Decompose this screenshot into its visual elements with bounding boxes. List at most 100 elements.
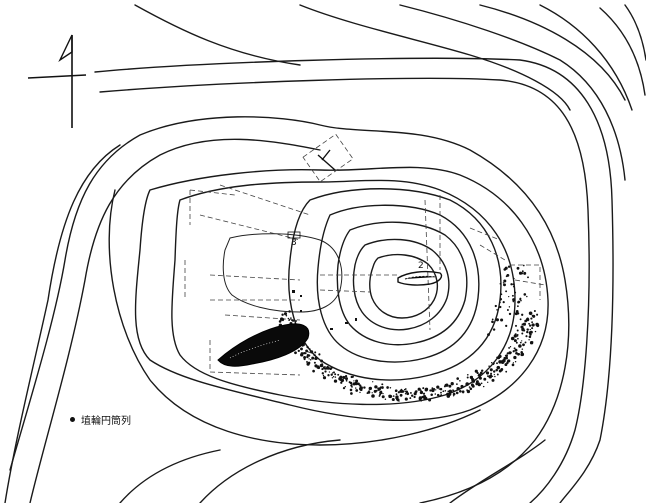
haniwa-dot	[521, 270, 524, 273]
haniwa-dot	[482, 385, 485, 388]
haniwa-dot	[523, 293, 527, 296]
haniwa-dot	[278, 320, 282, 323]
haniwa-dot	[444, 390, 447, 392]
haniwa-dot	[468, 386, 471, 388]
haniwa-dot	[379, 393, 382, 396]
haniwa-dot	[508, 346, 511, 349]
haniwa-dot	[281, 318, 285, 321]
haniwa-dot	[514, 291, 517, 294]
haniwa-dot	[485, 371, 490, 375]
haniwa-dot	[324, 367, 328, 370]
haniwa-dot	[455, 391, 459, 395]
haniwa-dot	[503, 283, 506, 287]
haniwa-dot	[313, 361, 316, 364]
haniwa-dot	[521, 348, 524, 350]
haniwa-dot	[397, 391, 401, 394]
haniwa-dot	[459, 390, 462, 393]
haniwa-dot	[499, 305, 502, 309]
haniwa-dot	[291, 319, 293, 322]
haniwa-dot	[340, 381, 343, 384]
haniwa-dot	[366, 392, 369, 395]
haniwa-dot	[505, 354, 508, 358]
haniwa-dot	[357, 382, 360, 386]
haniwa-dot	[295, 320, 297, 322]
haniwa-dot	[521, 340, 523, 342]
haniwa-dot	[334, 373, 337, 376]
haniwa-dot	[508, 295, 510, 298]
haniwa-dot	[506, 274, 510, 277]
haniwa-dot	[507, 265, 511, 268]
haniwa-dot	[342, 375, 346, 379]
haniwa-dot	[321, 363, 324, 366]
haniwa-dot	[404, 393, 407, 395]
haniwa-dot	[500, 293, 503, 296]
haniwa-dot	[487, 375, 489, 377]
haniwa-dot	[489, 374, 493, 377]
haniwa-dot	[344, 374, 348, 378]
haniwa-dot	[478, 382, 480, 384]
haniwa-dot	[480, 382, 483, 385]
haniwa-dot	[519, 297, 522, 300]
haniwa-dot	[498, 354, 502, 358]
haniwa-dot	[536, 313, 539, 316]
haniwa-dot	[330, 373, 333, 376]
haniwa-dot	[536, 323, 540, 328]
haniwa-dot	[521, 332, 524, 335]
haniwa-dot	[499, 301, 501, 304]
haniwa-dot	[511, 363, 515, 367]
haniwa-dot	[531, 321, 533, 324]
haniwa-dot	[355, 382, 358, 385]
haniwa-dot	[491, 375, 494, 378]
haniwa-dot	[520, 299, 522, 302]
haniwa-dot	[496, 362, 498, 365]
haniwa-dot	[399, 389, 403, 393]
haniwa-dot	[424, 396, 426, 399]
haniwa-dot	[297, 349, 300, 353]
haniwa-dot	[396, 397, 399, 401]
haniwa-dot	[503, 279, 507, 283]
haniwa-dot	[355, 389, 359, 392]
haniwa-dot	[403, 388, 406, 391]
haniwa-dot	[377, 388, 380, 391]
haniwa-dot	[359, 388, 362, 390]
haniwa-dot	[303, 358, 306, 361]
haniwa-dot	[515, 341, 518, 344]
haniwa-dot	[378, 395, 381, 397]
haniwa-dot	[371, 392, 373, 394]
haniwa-dot	[430, 393, 433, 396]
haniwa-dot	[288, 310, 291, 313]
haniwa-dot	[466, 376, 469, 379]
haniwa-dot	[493, 373, 495, 376]
haniwa-dot	[531, 323, 535, 327]
haniwa-dot	[308, 358, 310, 360]
haniwa-dot	[371, 394, 375, 398]
haniwa-dot	[442, 390, 445, 393]
haniwa-dot	[449, 390, 451, 393]
haniwa-dot	[471, 378, 475, 382]
haniwa-dot	[388, 394, 392, 399]
haniwa-dot	[516, 329, 519, 332]
haniwa-dot	[406, 392, 410, 396]
legend-label: 埴輪円筒列	[81, 416, 131, 427]
haniwa-dot	[461, 390, 465, 394]
haniwa-dot	[439, 387, 443, 391]
haniwa-dot	[380, 386, 384, 389]
haniwa-dot	[508, 312, 512, 316]
haniwa-dot	[335, 380, 337, 383]
haniwa-dot	[431, 387, 434, 390]
haniwa-dot	[526, 330, 529, 334]
haniwa-dot	[311, 356, 315, 360]
haniwa-dot	[490, 372, 493, 375]
haniwa-dot	[348, 381, 351, 384]
haniwa-dot	[511, 294, 514, 297]
haniwa-dot	[513, 339, 517, 343]
feature-label-2: 2	[418, 261, 424, 271]
haniwa-dot	[505, 370, 508, 373]
haniwa-dot	[513, 355, 517, 360]
haniwa-dot	[527, 276, 529, 279]
haniwa-dot	[450, 382, 454, 386]
haniwa-dot	[525, 335, 528, 338]
haniwa-dot	[469, 387, 473, 391]
scatter-marks	[292, 290, 357, 330]
haniwa-dot	[512, 283, 515, 286]
